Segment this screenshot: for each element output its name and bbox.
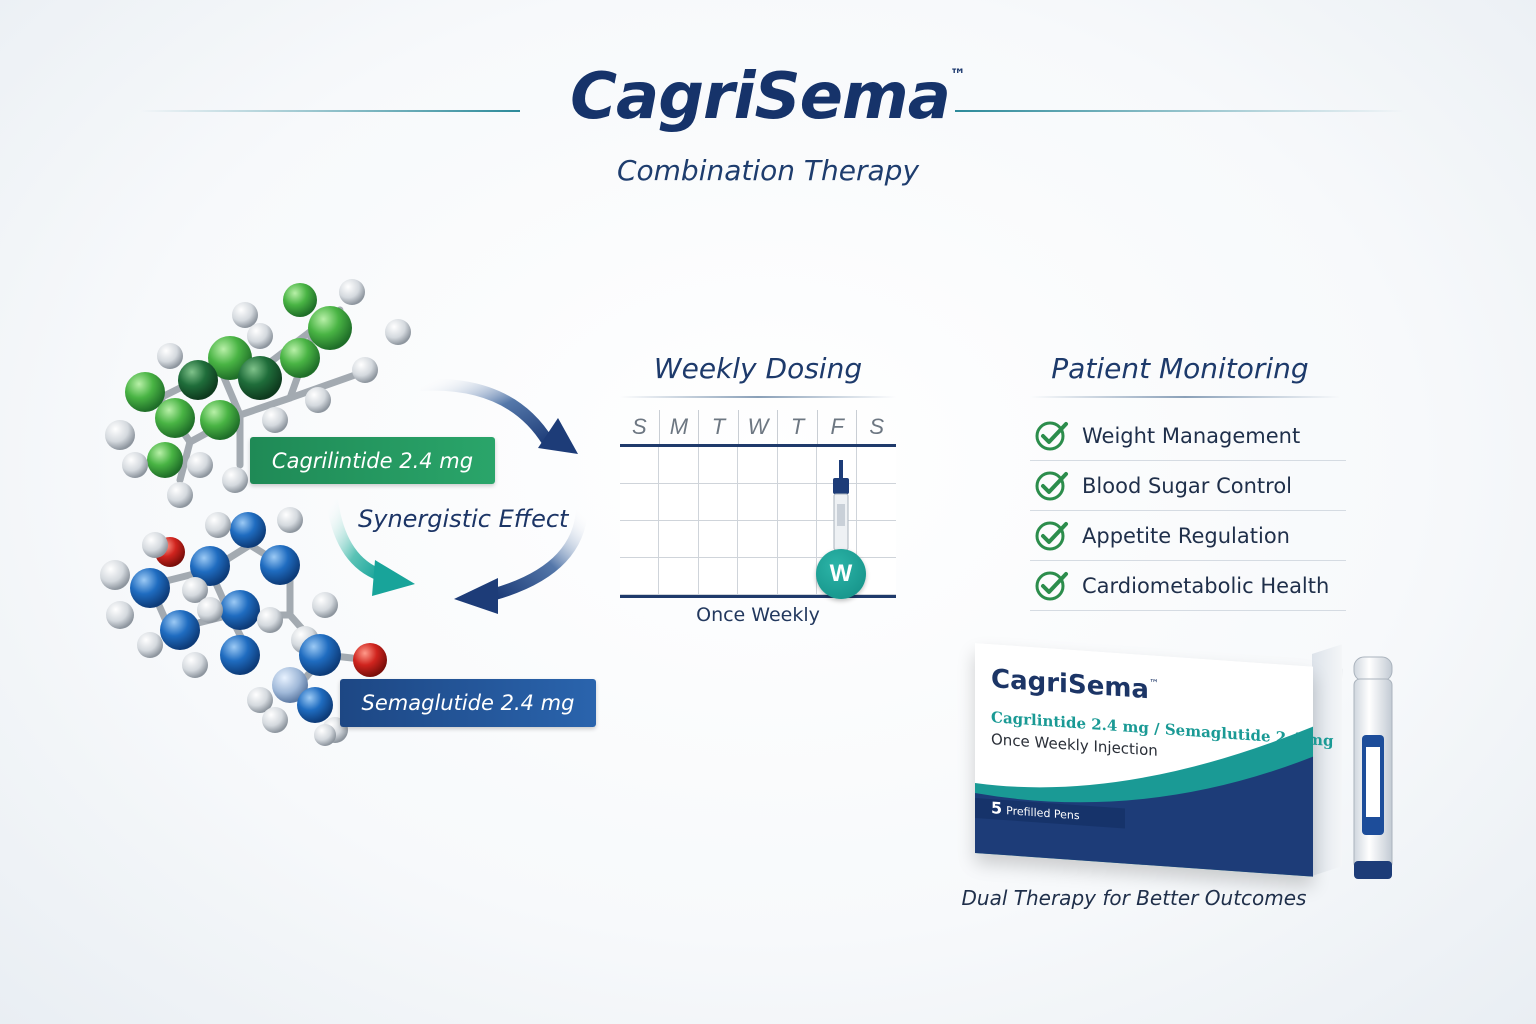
calendar-cell (856, 447, 896, 484)
monitoring-item-label: Appetite Regulation (1082, 523, 1290, 548)
product-footer-caption: Dual Therapy for Better Outcomes (961, 886, 1307, 910)
calendar-cell (777, 521, 818, 558)
monitoring-item-label: Cardiometabolic Health (1082, 573, 1330, 598)
trademark-mark: ™ (949, 65, 966, 84)
calendar-cell (659, 521, 699, 558)
product-box: CagriSema™ Cagrlintide 2.4 mg / Semaglut… (975, 643, 1333, 877)
calendar-cell (698, 558, 739, 595)
list-item: Weight Management (1030, 411, 1346, 461)
arrow-top-icon (419, 378, 554, 446)
synergy-arrows (326, 378, 588, 614)
calendar-cell (738, 558, 778, 595)
calendar-cell (856, 521, 896, 558)
calendar-cell (738, 484, 778, 521)
day-saturday: S (869, 414, 885, 439)
prefilled-pen-icon (1353, 656, 1393, 879)
once-weekly-caption: Once Weekly (696, 604, 820, 626)
calendar-day-header: S M T W T F S (620, 410, 896, 447)
day-sunday: S (620, 410, 660, 444)
calendar-cell (659, 558, 699, 595)
arrow-bottom-icon (493, 509, 588, 600)
brand-title: CagriSema™ (570, 60, 966, 134)
calendar-cell (698, 447, 739, 484)
weekly-dosing-rule (620, 396, 896, 398)
calendar-cell (659, 484, 699, 521)
arrow-bottom-head-icon (454, 578, 498, 614)
check-icon (1035, 471, 1068, 500)
pen-count: 5 (991, 798, 1003, 818)
arrow-teal-icon (326, 499, 383, 581)
calendar-cell (777, 484, 818, 521)
check-icon (1035, 571, 1068, 600)
calendar-cell (620, 521, 660, 558)
calendar-cell (620, 484, 660, 521)
patient-monitoring-title: Patient Monitoring (1051, 352, 1309, 385)
day-wednesday: W (739, 410, 779, 444)
list-item: Cardiometabolic Health (1030, 561, 1346, 611)
header-rule-right (955, 110, 1405, 112)
monitoring-item-label: Blood Sugar Control (1082, 473, 1292, 498)
monitoring-list: Weight Management Blood Sugar Control Ap… (1030, 411, 1346, 611)
day-friday: F (818, 410, 858, 444)
list-item: Appetite Regulation (1030, 511, 1346, 561)
injection-pen-icon (833, 460, 849, 551)
calendar-cell (777, 558, 818, 595)
arrow-teal-head-icon (372, 560, 415, 596)
product-trademark: ™ (1148, 678, 1159, 690)
check-icon (1035, 521, 1068, 550)
calendar-cell (698, 521, 739, 558)
day-monday: M (660, 410, 700, 444)
weekly-dosing-title: Weekly Dosing (653, 352, 863, 385)
cagrilintide-label: Cagrilintide 2.4 mg (250, 437, 495, 484)
monitoring-item-label: Weight Management (1082, 423, 1301, 448)
calendar-cell (856, 484, 896, 521)
arrow-top-head-icon (538, 418, 578, 454)
check-icon (1035, 421, 1068, 450)
calendar-cell (777, 447, 818, 484)
calendar-cell (738, 447, 778, 484)
weekly-badge: W (816, 549, 866, 599)
calendar-cell (856, 558, 896, 595)
patient-monitoring-rule (1030, 396, 1340, 398)
brand-tagline: Combination Therapy (616, 154, 920, 187)
calendar-cell (620, 447, 660, 484)
day-tuesday: T (699, 410, 739, 444)
calendar-cell (620, 558, 660, 595)
synergistic-effect-label: Synergistic Effect (358, 505, 569, 533)
product-box-swoosh (975, 726, 1313, 877)
product-box-side (1312, 644, 1342, 876)
calendar-cell (698, 484, 739, 521)
day-thursday: T (778, 410, 818, 444)
calendar-cell (738, 521, 778, 558)
list-item: Blood Sugar Control (1030, 461, 1346, 511)
header-rule-left (140, 110, 520, 112)
calendar-cell (659, 447, 699, 484)
semaglutide-label: Semaglutide 2.4 mg (340, 679, 596, 727)
molecule-illustration (100, 279, 411, 746)
